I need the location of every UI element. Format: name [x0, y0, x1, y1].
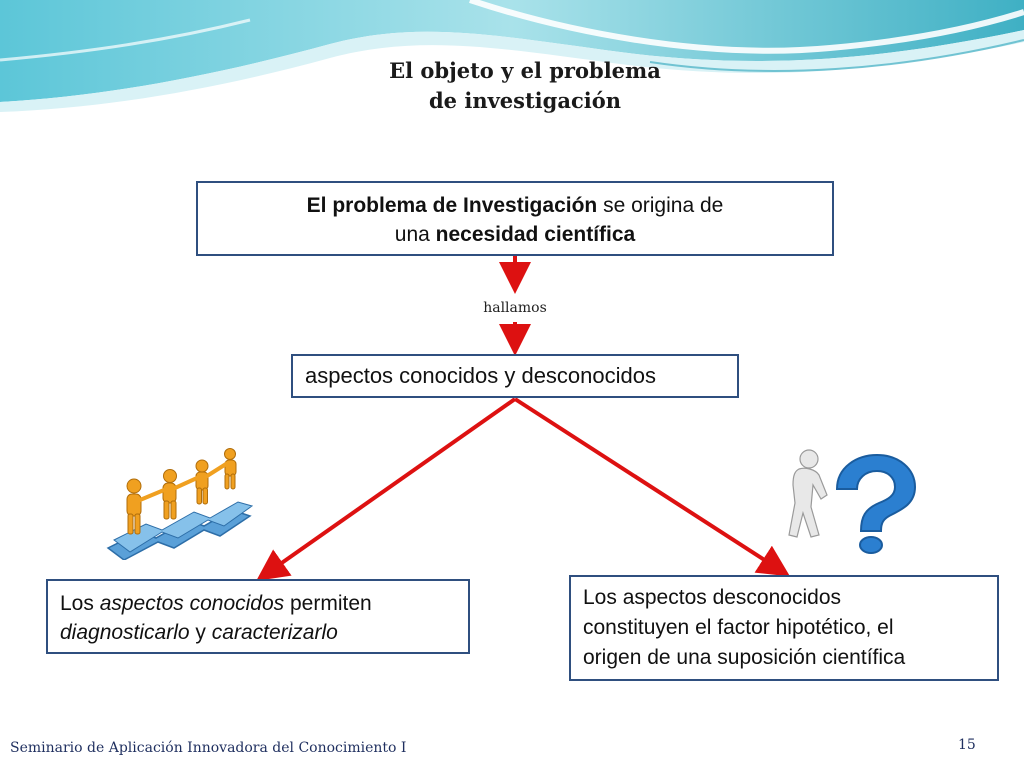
- problem-origin-box: El problema de Investigación se origina …: [196, 181, 834, 256]
- connector-label-hallamos: hallamos: [483, 300, 547, 316]
- arrow-aspects-to-unknown: [513, 397, 791, 577]
- known-italic-aspects: aspectos conocidos: [99, 592, 285, 615]
- origin-text-verb: se origina de: [597, 194, 724, 217]
- known-italic-characterize: caracterizarlo: [211, 621, 338, 644]
- header-wave-decoration: [0, 0, 1024, 112]
- known-text-permit: permiten: [284, 592, 372, 615]
- page-number: 15: [958, 737, 976, 753]
- known-text-1: Los: [60, 592, 100, 615]
- unknown-line-2: constituyen el factor hipotético, el: [583, 616, 894, 639]
- arrow-aspects-to-known: [256, 397, 517, 581]
- known-italic-diagnose: diagnosticarlo: [60, 621, 190, 644]
- unknown-line-3: origen de una suposición científica: [583, 646, 906, 669]
- origin-bold-need: necesidad científica: [435, 223, 636, 246]
- slide-footer: Seminario de Aplicación Innovadora del C…: [10, 740, 407, 756]
- slide-title: El objeto y el problema de investigación: [330, 56, 720, 116]
- unknown-line-1: Los aspectos desconocidos: [583, 586, 841, 609]
- origin-text-article: una: [394, 223, 436, 246]
- origin-bold-subject: El problema de Investigación: [306, 194, 598, 217]
- unknown-aspects-box: Los aspectos desconocidos constituyen el…: [569, 575, 999, 681]
- known-text-and: y: [189, 621, 212, 644]
- question-mark-figure-icon: [788, 449, 917, 554]
- known-aspects-box: Los aspectos conocidos permiten diagnost…: [46, 579, 470, 654]
- slide-title-line-1: El objeto y el problema: [389, 58, 661, 83]
- team-puzzle-icon: [106, 448, 254, 560]
- slide-title-line-2: de investigación: [429, 88, 621, 113]
- aspects-box: aspectos conocidos y desconocidos: [291, 354, 739, 398]
